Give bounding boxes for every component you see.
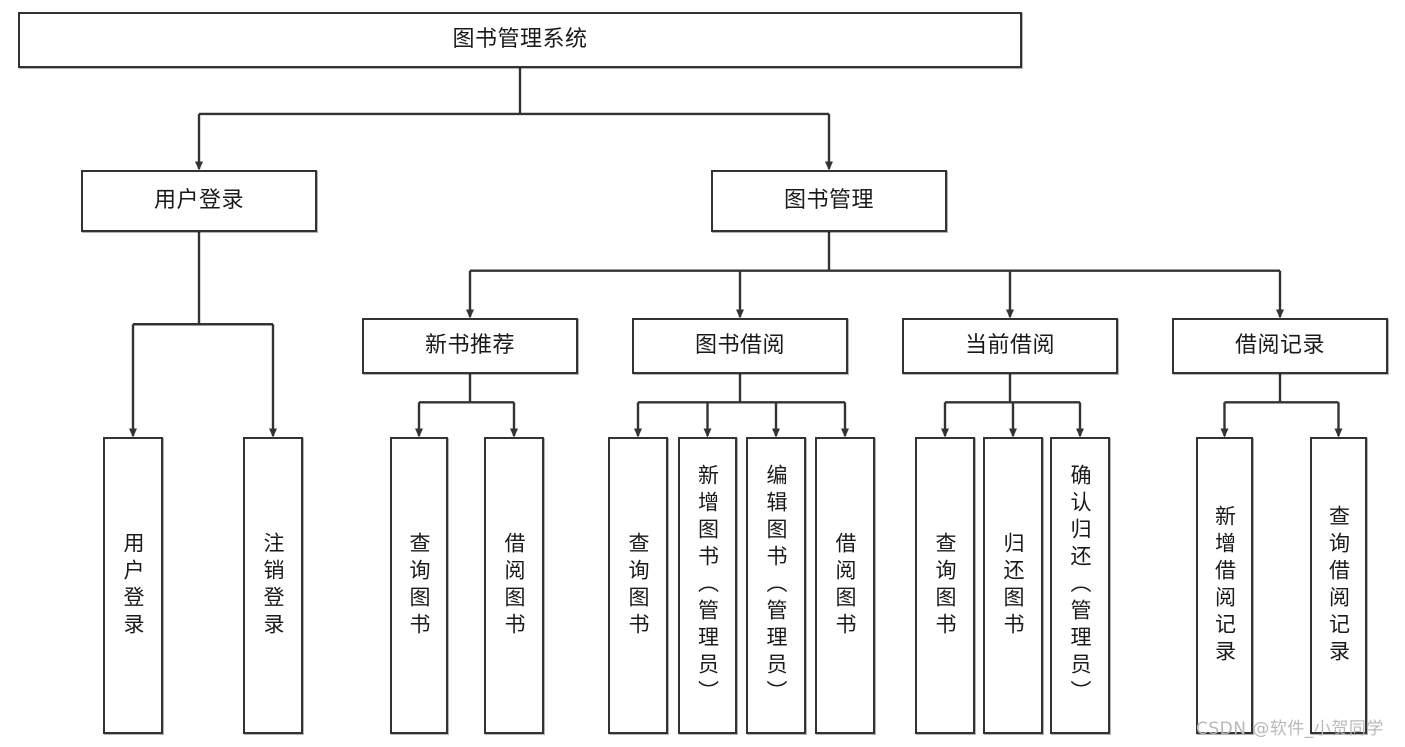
leaf-confirm-return-admin[interactable]: 确认归还（管理员） [1050, 437, 1110, 734]
node-label: 查询图书 [933, 531, 958, 640]
node-label: 归还图书 [1001, 531, 1026, 640]
node-label: 新增借阅记录 [1212, 504, 1237, 667]
node-label: 新书推荐 [424, 332, 515, 358]
leaf-borrow-book-recommend[interactable]: 借阅图书 [484, 437, 544, 734]
leaf-user-logout[interactable]: 注销登录 [243, 437, 303, 734]
node-label: 编辑图书（管理员） [764, 464, 789, 707]
node-label: 图书借阅 [694, 332, 785, 358]
node-label: 借阅图书 [833, 531, 858, 640]
node-label: 查询图书 [626, 531, 651, 640]
node-user-login[interactable]: 用户登录 [81, 170, 317, 232]
node-book-management[interactable]: 图书管理 [711, 170, 947, 232]
node-label: 查询借阅记录 [1326, 504, 1351, 667]
node-label: 查询图书 [407, 531, 432, 640]
leaf-query-book-current[interactable]: 查询图书 [915, 437, 975, 734]
node-label: 确认归还（管理员） [1068, 464, 1093, 707]
leaf-user-login[interactable]: 用户登录 [103, 437, 163, 734]
node-label: 图书管理系统 [452, 26, 588, 52]
node-label: 图书管理 [783, 187, 874, 213]
leaf-return-book[interactable]: 归还图书 [983, 437, 1043, 734]
leaf-query-borrow-record[interactable]: 查询借阅记录 [1310, 437, 1367, 734]
leaf-query-book-recommend[interactable]: 查询图书 [390, 437, 448, 734]
node-label: 借阅记录 [1234, 332, 1325, 358]
node-label: 当前借阅 [964, 332, 1055, 358]
node-root-system[interactable]: 图书管理系统 [18, 12, 1022, 68]
leaf-add-borrow-record[interactable]: 新增借阅记录 [1196, 437, 1253, 734]
node-label: 注销登录 [261, 531, 286, 640]
node-current-borrow[interactable]: 当前借阅 [902, 318, 1118, 374]
leaf-edit-book-admin[interactable]: 编辑图书（管理员） [746, 437, 806, 734]
node-new-book-recommend[interactable]: 新书推荐 [362, 318, 578, 374]
node-label: 用户登录 [153, 187, 244, 213]
node-label: 借阅图书 [502, 531, 527, 640]
node-label: 用户登录 [121, 531, 146, 640]
node-book-borrow[interactable]: 图书借阅 [632, 318, 848, 374]
leaf-borrow-book[interactable]: 借阅图书 [815, 437, 875, 734]
node-borrow-record[interactable]: 借阅记录 [1172, 318, 1388, 374]
leaf-query-book-borrow[interactable]: 查询图书 [608, 437, 668, 734]
leaf-add-book-admin[interactable]: 新增图书（管理员） [678, 437, 737, 734]
node-label: 新增图书（管理员） [695, 464, 720, 707]
